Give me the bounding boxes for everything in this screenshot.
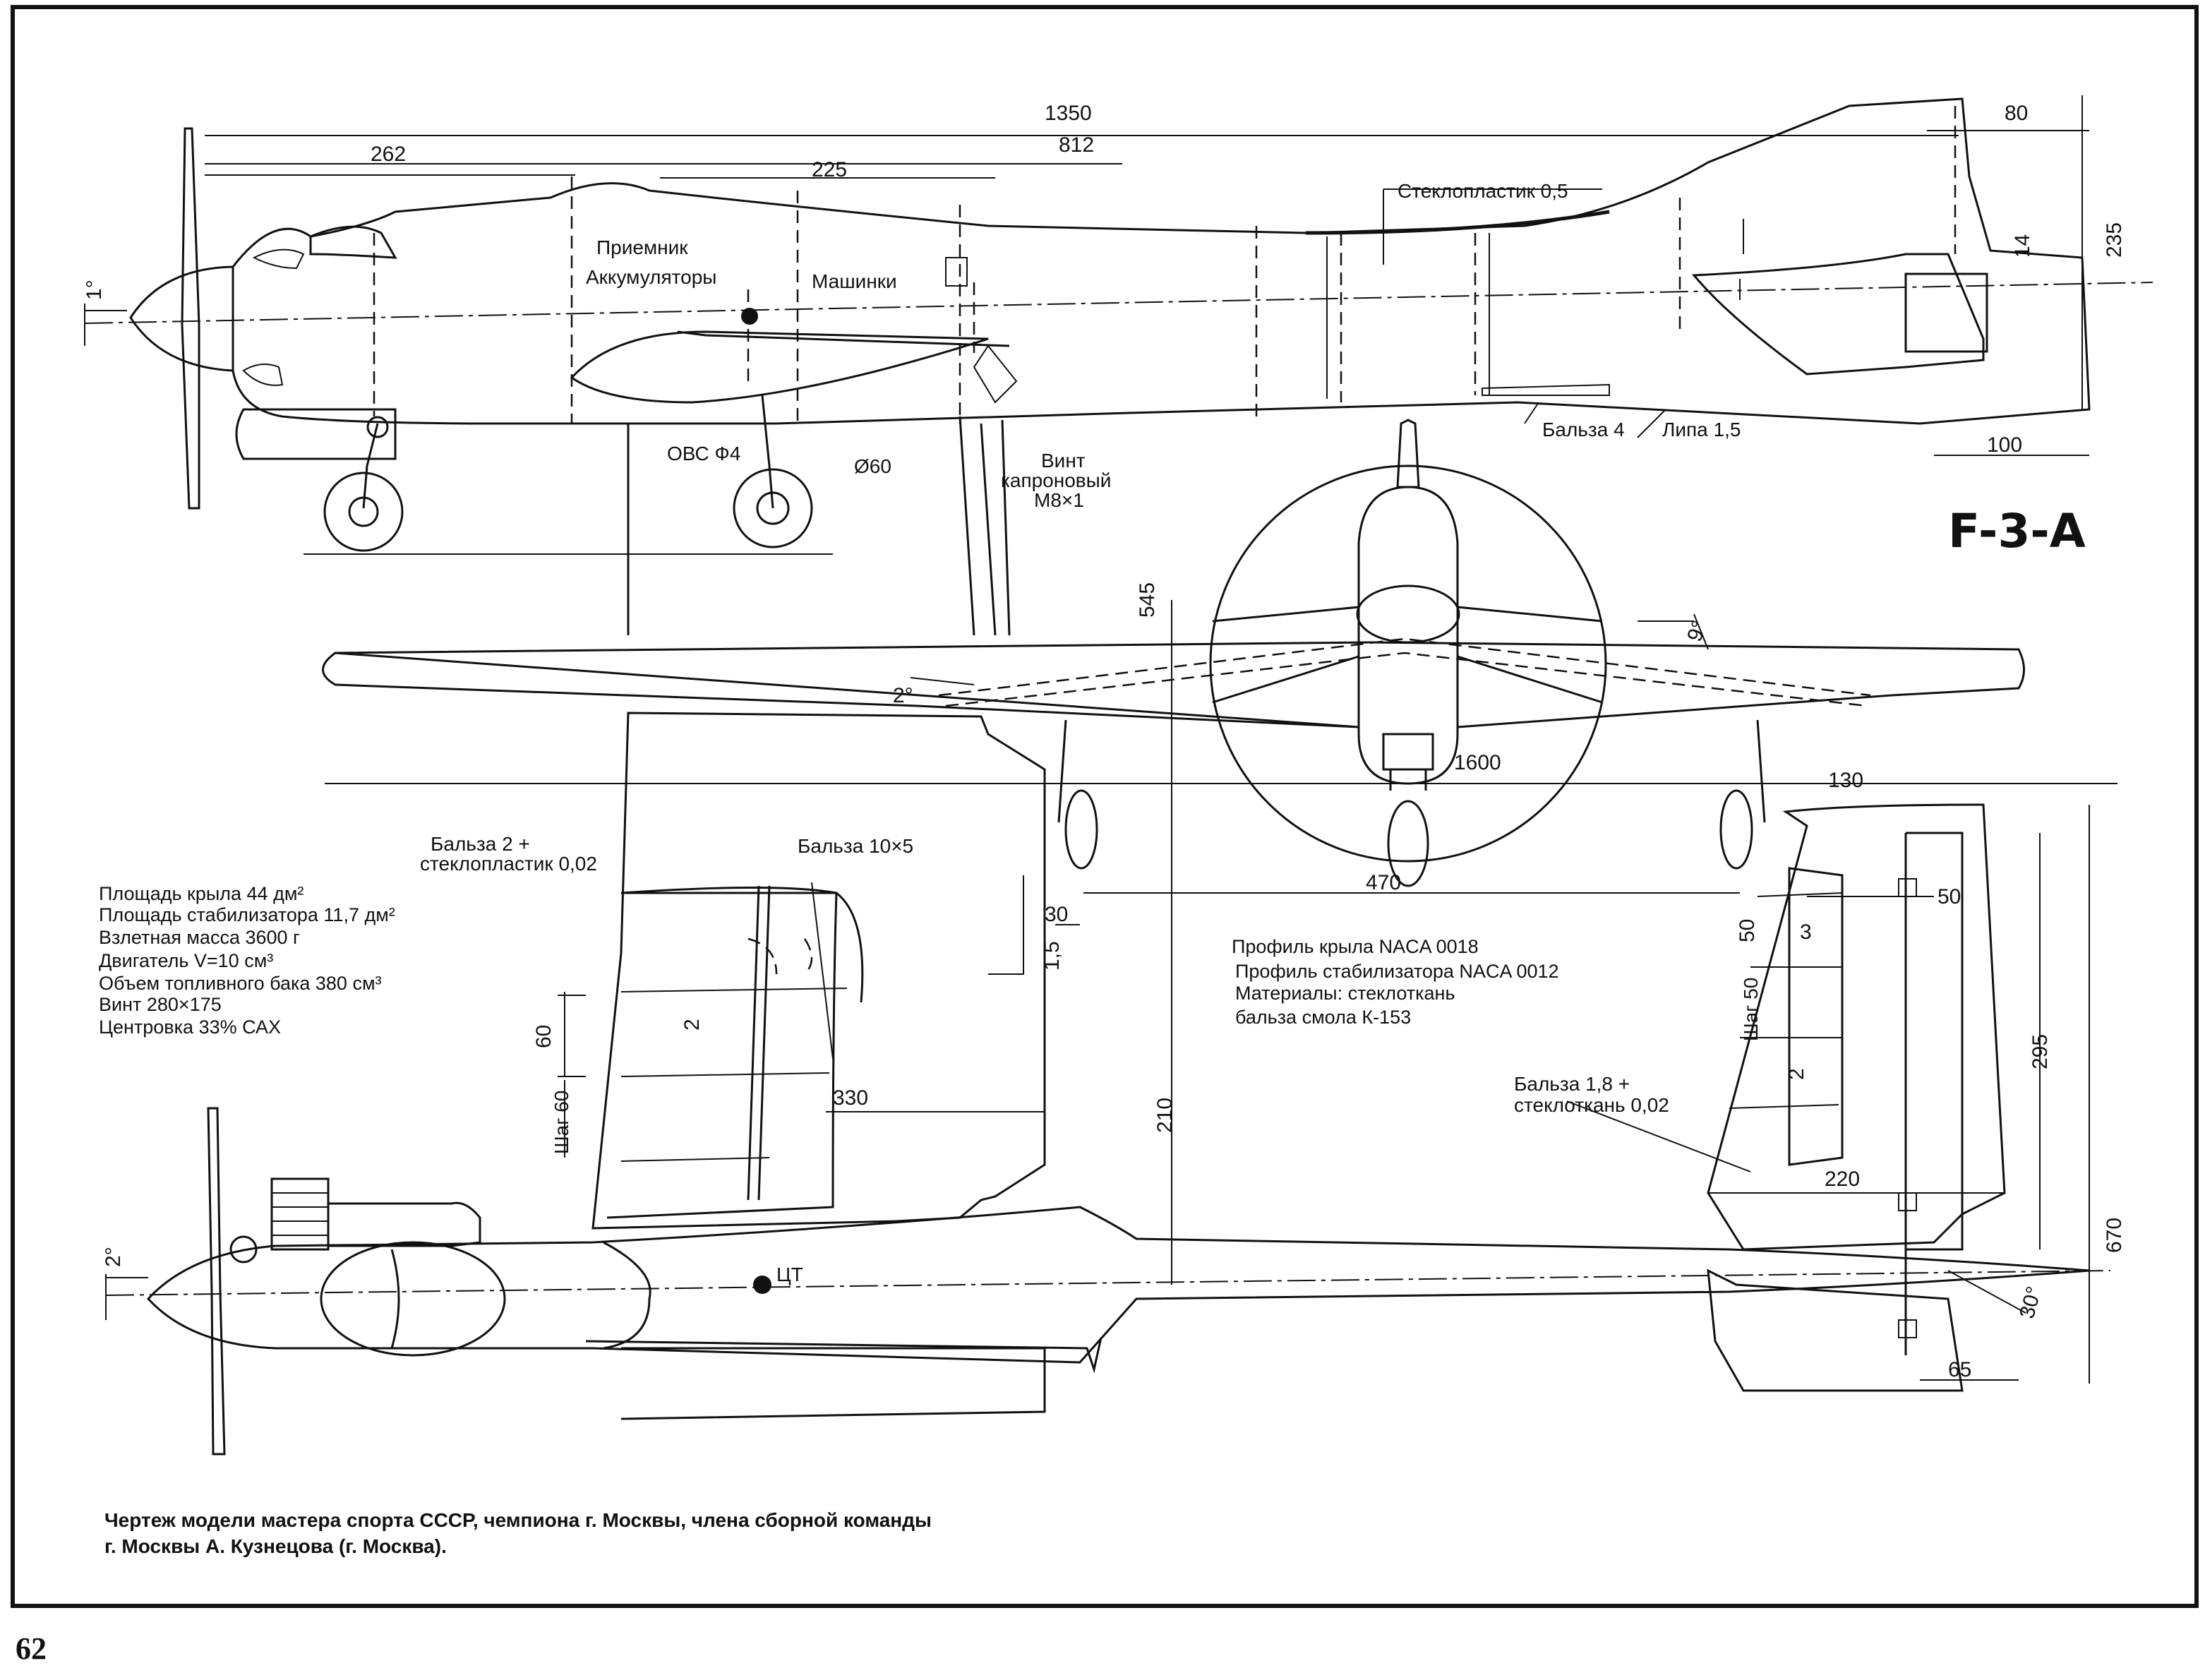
label-fiberglass: Стеклопластик 0,5 — [1398, 180, 1568, 202]
dim-225: 225 — [812, 158, 847, 181]
label-balsa10: Бальза 10×5 — [798, 835, 913, 857]
dim-812: 812 — [1059, 133, 1094, 157]
dim-470: 470 — [1366, 871, 1401, 894]
spec-line: Взлетная масса 3600 г — [99, 927, 300, 948]
dim-545: 545 — [1136, 582, 1159, 618]
dim-2a: 2 — [680, 1019, 704, 1031]
dim-3: 3 — [1800, 920, 1812, 944]
label-step50: Шаг 50 — [1740, 978, 1762, 1041]
dim-30: 30 — [1045, 903, 1068, 926]
material-line: Материалы: стеклоткань — [1235, 983, 1455, 1004]
label-lipa: Липа 1,5 — [1662, 419, 1741, 440]
dim-2b: 2 — [1785, 1068, 1808, 1080]
dim-1600: 1600 — [1454, 751, 1501, 774]
angle-1: 1° — [83, 280, 106, 300]
label-screw-2: капроновый — [1001, 469, 1111, 491]
material-line: Профиль стабилизатора NACA 0012 — [1235, 961, 1559, 982]
dim-210: 210 — [1153, 1098, 1177, 1133]
page-number: 62 — [16, 1631, 47, 1666]
dim-1-5: 1,5 — [1040, 941, 1064, 971]
label-balsa18-1: Бальза 1,8 + — [1514, 1073, 1630, 1095]
spec-line: Винт 280×175 — [99, 994, 222, 1015]
label-servos: Машинки — [812, 270, 897, 292]
label-receiver: Приемник — [596, 236, 688, 258]
label-balsa18-2: стеклоткань 0,02 — [1514, 1094, 1669, 1116]
material-line: Профиль крыла NACA 0018 — [1232, 936, 1479, 957]
dim-1350: 1350 — [1045, 102, 1092, 125]
label-ovc: ОВС Ф4 — [667, 443, 740, 464]
spec-line: Площадь крыла 44 дм² — [99, 883, 304, 904]
angle-30: 30° — [2015, 1284, 2046, 1321]
spec-line: Центровка 33% САХ — [99, 1016, 281, 1038]
wing-planform — [322, 637, 2117, 975]
label-cg: ЦТ — [776, 1264, 803, 1285]
label-screw-3: М8×1 — [1034, 489, 1084, 511]
material-line: бальза смола К-153 — [1235, 1007, 1411, 1028]
dim-235: 235 — [2103, 222, 2126, 258]
label-d60: Ø60 — [854, 455, 891, 477]
dim-295: 295 — [2029, 1034, 2052, 1069]
dim-670: 670 — [2103, 1218, 2126, 1253]
spec-list: Площадь крыла 44 дм² Площадь стабилизато… — [99, 883, 395, 1038]
label-step60: Шаг 60 — [551, 1091, 572, 1154]
dim-100: 100 — [1987, 433, 2022, 457]
dim-50a: 50 — [1937, 885, 1961, 908]
dim-50b: 50 — [1736, 919, 1759, 942]
caption: Чертеж модели мастера спорта СССР, чемпи… — [104, 1509, 932, 1557]
label-batteries: Аккумуляторы — [586, 266, 716, 288]
frame-border — [11, 5, 2199, 1608]
dimension-labels: 1350 812 262 225 80 235 14 100 545 1600 … — [83, 102, 2126, 1381]
label-balsa4: Бальза 4 — [1542, 419, 1625, 440]
materials-list: Профиль крыла NACA 0018 Профиль стабилиз… — [1232, 936, 1559, 1028]
caption-line: г. Москвы А. Кузнецова (г. Москва). — [104, 1535, 447, 1557]
spec-line: Двигатель V=10 см³ — [99, 950, 273, 971]
dim-65: 65 — [1948, 1358, 1971, 1381]
angle-2-top: 2° — [102, 1247, 125, 1267]
top-view — [105, 600, 2111, 1456]
dim-80: 80 — [2005, 102, 2028, 125]
dim-130: 130 — [1828, 769, 1863, 792]
label-balsa2-1: Бальза 2 + — [431, 833, 530, 855]
angle-2-wing: 2° — [893, 684, 913, 707]
side-view — [84, 95, 2153, 636]
model-title: F-3-A — [1948, 504, 2086, 558]
label-balsa2-2: стеклопластик 0,02 — [420, 853, 597, 875]
part-labels: Приемник Аккумуляторы Машинки Стеклоплас… — [420, 180, 1762, 1285]
dim-60: 60 — [532, 1025, 555, 1048]
dim-262: 262 — [371, 143, 406, 166]
spec-line: Площадь стабилизатора 11,7 дм² — [99, 904, 395, 925]
spec-line: Объем топливного бака 380 см³ — [99, 973, 382, 994]
dim-14: 14 — [2011, 234, 2034, 258]
label-screw-1: Винт — [1041, 450, 1086, 472]
dim-220: 220 — [1825, 1168, 1860, 1191]
dim-330: 330 — [833, 1086, 868, 1110]
caption-line: Чертеж модели мастера спорта СССР, чемпи… — [104, 1509, 932, 1531]
